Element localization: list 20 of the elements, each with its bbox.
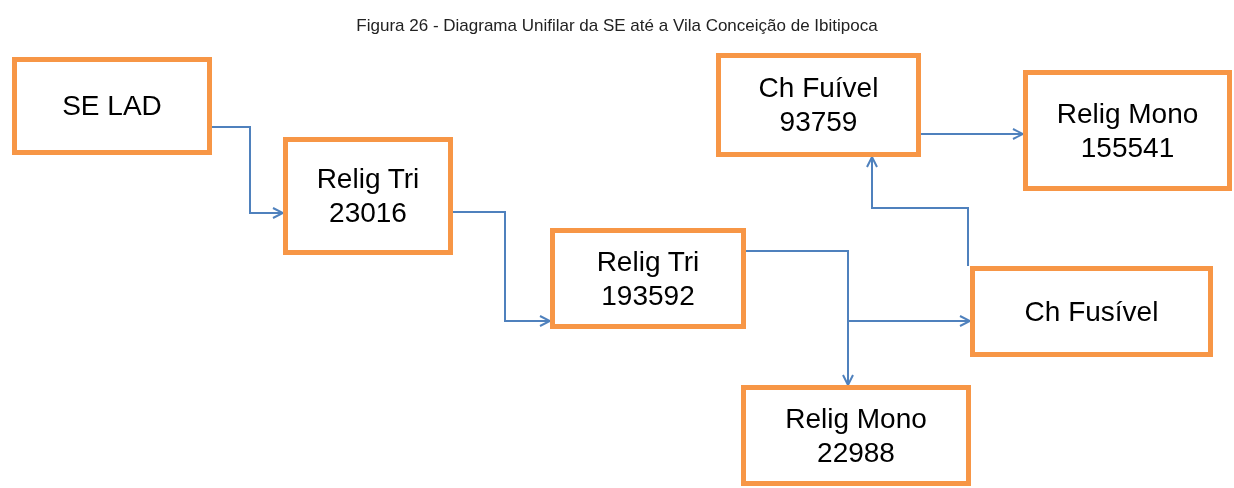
- connector-arrow: [866, 156, 969, 267]
- connector-arrow: [745, 250, 854, 386]
- connector-arrow: [920, 128, 1024, 140]
- box-label: Relig Tri 193592: [595, 244, 701, 313]
- connector-arrow: [211, 126, 284, 219]
- box-label: Ch Fuível 93759: [757, 71, 880, 139]
- box-label: Relig Mono 22988: [784, 401, 928, 470]
- process-box: [12, 57, 212, 155]
- box-label: SE LAD: [62, 89, 162, 123]
- connector-arrow: [452, 211, 551, 327]
- figure-title: Figura 26 - Diagrama Unifilar da SE até a Vila Conceição de Ibitipoca: [355, 16, 879, 36]
- process-box: [970, 266, 1213, 357]
- process-box: [550, 228, 746, 329]
- process-box: [741, 385, 971, 486]
- box-label: Relig Mono 155541: [1055, 96, 1200, 165]
- process-box: [283, 137, 453, 255]
- process-box: [1023, 70, 1232, 191]
- box-label: Relig Tri 23016: [315, 162, 421, 230]
- box-label: Ch Fusível: [1024, 294, 1159, 329]
- process-box: [716, 53, 921, 157]
